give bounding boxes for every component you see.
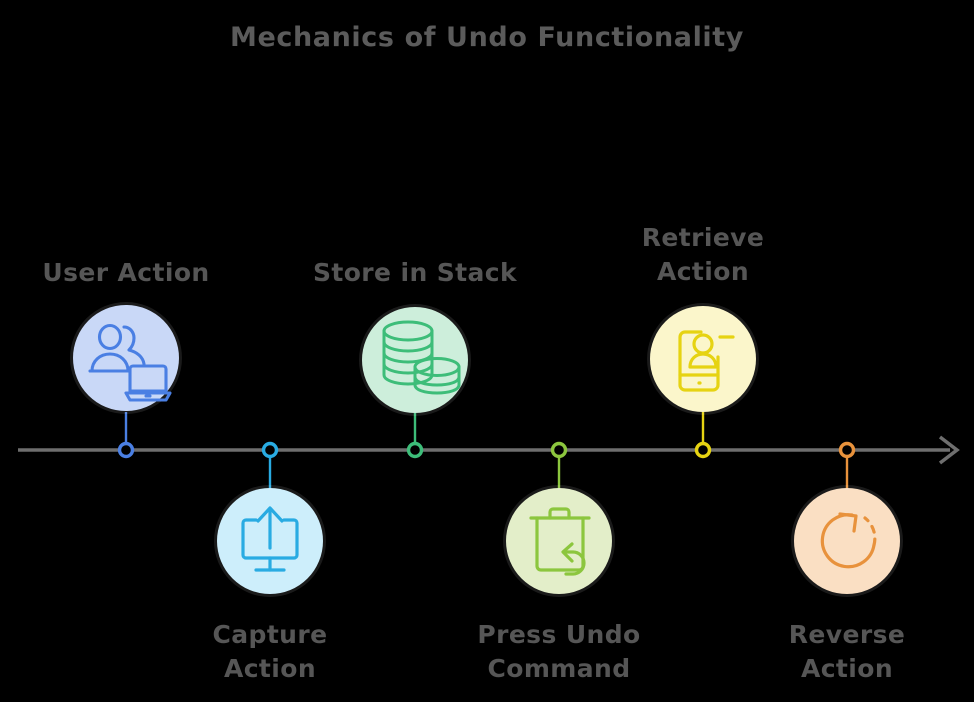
page-title: Mechanics of Undo Functionality — [229, 22, 744, 53]
step-label-capture-action: Capture Action — [212, 620, 328, 683]
coin-stack-icon — [382, 320, 461, 395]
node-circle[interactable] — [362, 307, 468, 413]
step-retrieve-action[interactable] — [647, 303, 759, 459]
timeline-arrowhead — [938, 435, 960, 465]
step-label-user-action: User Action — [42, 258, 210, 287]
monitor-upload-icon — [241, 506, 299, 572]
step-label-press-undo-command: Press Undo Command — [477, 620, 641, 683]
step-press-undo-command[interactable] — [503, 441, 615, 598]
timeline-marker[interactable] — [550, 441, 568, 459]
step-label-reverse-action: Reverse Action — [788, 620, 906, 683]
users-laptop-icon — [88, 323, 172, 402]
node-circle[interactable] — [794, 488, 900, 594]
step-store-in-stack[interactable] — [359, 304, 471, 459]
phone-contact-icon — [678, 330, 735, 392]
timeline-axis — [18, 435, 960, 465]
timeline-marker[interactable] — [406, 441, 424, 459]
timeline-marker[interactable] — [261, 441, 279, 459]
step-reverse-action[interactable] — [791, 441, 903, 598]
step-user-action[interactable] — [70, 302, 182, 459]
timeline-marker[interactable] — [694, 441, 712, 459]
step-label-retrieve-action: Retrieve Action — [641, 223, 765, 286]
step-capture-action[interactable] — [214, 441, 326, 598]
node-circle[interactable] — [506, 488, 612, 594]
trash-restore-icon — [529, 507, 591, 576]
step-label-store-in-stack: Store in Stack — [312, 258, 518, 287]
rotate-refresh-icon — [820, 512, 877, 569]
timeline-marker[interactable] — [117, 441, 135, 459]
timeline-marker[interactable] — [838, 441, 856, 459]
node-circle[interactable] — [650, 306, 756, 412]
